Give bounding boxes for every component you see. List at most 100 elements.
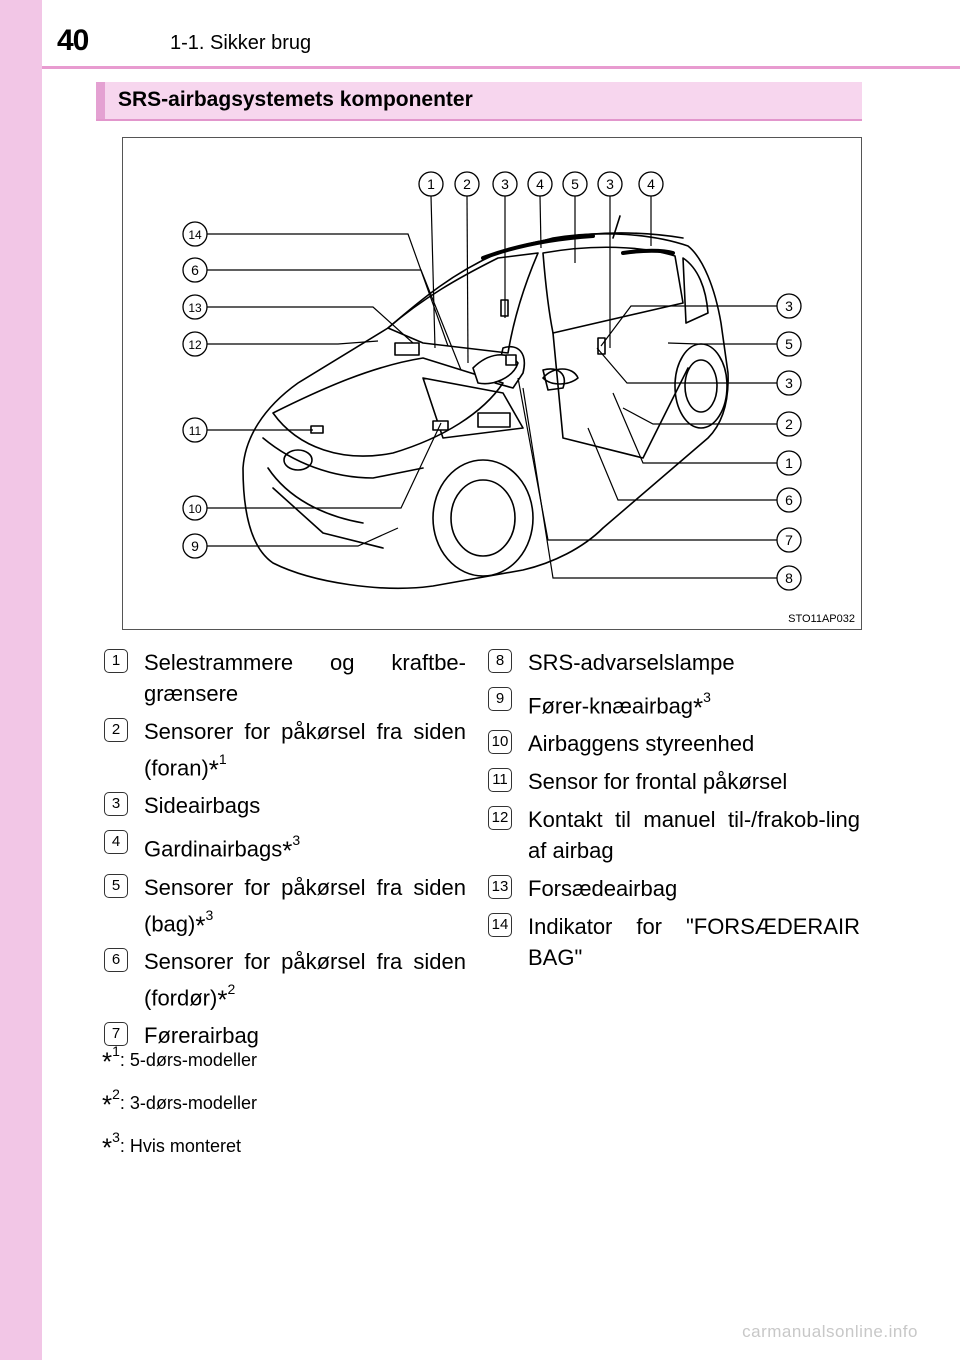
figure-id: STO11AP032 (788, 613, 855, 625)
header-rule (42, 66, 960, 69)
legend-text: Sensorer for påkørsel fra siden (foran)*… (144, 719, 466, 785)
legend-item: 9 Fører-knæairbag*3 (488, 685, 860, 721)
svg-text:2: 2 (785, 416, 793, 432)
section-marker (96, 82, 105, 119)
svg-text:11: 11 (189, 424, 202, 438)
legend-text: Sensorer for påkørsel fra siden (fordør)… (144, 948, 466, 1015)
svg-text:5: 5 (571, 176, 579, 192)
legend-item: 4 Gardinairbags*3 (104, 828, 466, 864)
legend-number: 5 (104, 873, 128, 898)
svg-text:3: 3 (785, 375, 793, 391)
legend-text: Sideairbags (144, 793, 261, 819)
watermark: carmanualsonline.info (742, 1322, 918, 1341)
legend-right-column: 8 SRS-advarselslampe 9 Fører-knæairbag*3 10 A… (488, 647, 860, 980)
callout-top-1: 1 (418, 171, 444, 197)
svg-text:4: 4 (647, 176, 655, 192)
legend-number: 14 (488, 913, 512, 938)
svg-text:3: 3 (606, 176, 614, 192)
callout-top-2: 2 (454, 171, 480, 197)
legend-item: 12 Kontakt til manuel til-/frakob-ling af… (488, 804, 860, 866)
callout-right-2: 2 (776, 411, 802, 437)
footnotes: *1: 5-dørs-modeller*2: 3-dørs-modeller*3… (102, 1036, 257, 1165)
legend-text: Airbaggens styreenhed (528, 731, 755, 757)
legend-item: 5 Sensorer for påkørsel fra siden (bag)*3 (104, 872, 466, 939)
callout-top-4: 4 (638, 171, 664, 197)
callout-top-3: 3 (492, 171, 518, 197)
legend-item: 10 Airbaggens styreenhed (488, 728, 860, 759)
legend-text: SRS-advarselslampe (528, 650, 735, 675)
footnote-star: * (208, 754, 219, 785)
svg-text:4: 4 (536, 176, 544, 192)
legend-number: 11 (488, 768, 512, 793)
legend-text: Kontakt til manuel til-/frakob-ling af a… (528, 807, 860, 864)
legend-number: 13 (488, 875, 512, 900)
legend-text: Forsædeairbag (528, 876, 678, 902)
legend-number: 12 (488, 806, 512, 831)
legend-number: 1 (104, 649, 128, 673)
legend-item: 3 Sideairbags (104, 790, 466, 821)
svg-text:3: 3 (785, 298, 793, 314)
callout-top-4: 4 (527, 171, 553, 197)
legend-text: Gardinairbags*3 (144, 832, 301, 866)
callout-left-14: 14 (182, 221, 208, 247)
svg-text:3: 3 (501, 176, 509, 192)
legend-text: Førerairbag (144, 1023, 259, 1049)
section-bar: SRS-airbagsystemets komponenter (96, 82, 862, 121)
callout-left-10: 10 (182, 495, 208, 521)
svg-text:5: 5 (785, 336, 793, 352)
callout-left-11: 11 (182, 417, 208, 443)
legend-item: 13 Forsædeairbag (488, 873, 860, 904)
legend-number: 9 (488, 687, 512, 711)
legend-number: 3 (104, 792, 128, 817)
legend-item: 1 Selestrammere og kraftbe-grænsere (104, 647, 466, 709)
svg-text:13: 13 (188, 301, 202, 315)
running-head: 1-1. Sikker brug (170, 32, 312, 54)
page-number: 40 (57, 24, 89, 57)
footnote-star: * (217, 984, 228, 1015)
svg-text:14: 14 (188, 228, 202, 242)
footnote-ref: 3 (205, 906, 214, 923)
callout-right-7: 7 (776, 527, 802, 553)
callout-right-3: 3 (776, 293, 802, 319)
legend-text: Sensorer for påkørsel fra siden (bag)*3 (144, 874, 466, 941)
footnote-ref: 1 (218, 751, 227, 767)
legend-number: 8 (488, 649, 512, 673)
footnote-ref: 2 (227, 980, 236, 997)
svg-text:6: 6 (191, 262, 199, 278)
callout-right-3: 3 (776, 370, 802, 396)
callout-top-3: 3 (597, 171, 623, 197)
side-strip (0, 0, 42, 1360)
footnote-ref: 3 (703, 689, 711, 705)
callout-right-5: 5 (776, 331, 802, 357)
svg-text:7: 7 (785, 532, 793, 548)
callout-right-1: 1 (776, 450, 802, 476)
callout-left-12: 12 (182, 331, 208, 357)
legend-item: 8 SRS-advarselslampe (488, 647, 860, 678)
callout-top-5: 5 (562, 171, 588, 197)
footnote-star: * (195, 910, 206, 941)
svg-text:1: 1 (427, 176, 435, 192)
svg-text:2: 2 (463, 176, 471, 192)
svg-text:8: 8 (785, 570, 793, 586)
legend-number: 7 (104, 1022, 128, 1047)
legend-item: 11 Sensor for frontal påkørsel (488, 766, 860, 797)
legend-text: Fører-knæairbag*3 (528, 689, 711, 723)
legend-number: 4 (104, 830, 128, 855)
footnote-ref: 3 (292, 832, 301, 849)
svg-text:9: 9 (191, 538, 199, 554)
svg-text:10: 10 (188, 502, 202, 516)
legend-text: Selestrammere og kraftbe-grænsere (144, 650, 466, 706)
legend-text: Sensor for frontal påkørsel (528, 769, 788, 795)
callout-left-9: 9 (182, 533, 208, 559)
legend-item: 7 Førerairbag (104, 1020, 466, 1051)
svg-text:12: 12 (188, 338, 202, 352)
legend-number: 10 (488, 730, 512, 755)
section-title: SRS-airbagsystemets komponenter (118, 88, 473, 111)
footnote: *2: 3-dørs-modeller (102, 1086, 257, 1120)
footnote: *1: 5-dørs-modeller (102, 1043, 257, 1077)
